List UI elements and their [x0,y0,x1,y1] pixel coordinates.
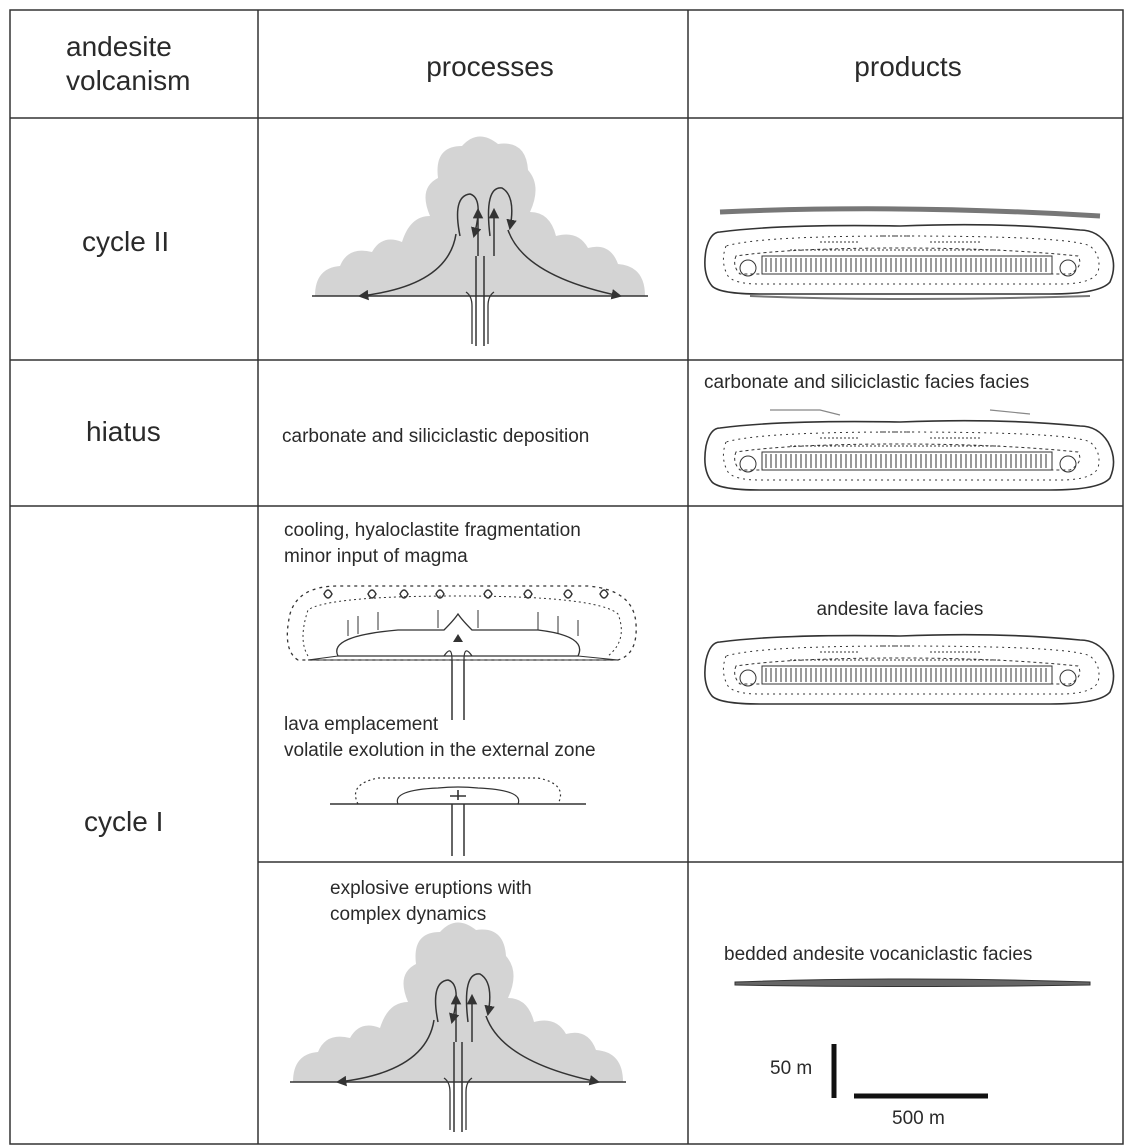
explosive-process-text: explosive eruptions with complex dynamic… [330,876,532,928]
cycle2-eruption-sketch [312,136,648,346]
header-products: products [854,50,961,84]
table-grid [10,10,1123,1144]
header-processes: processes [426,50,554,84]
emplacement-sketch [330,778,586,856]
cycle2-lava-lobe [705,209,1114,299]
row-label-cycle-1: cycle I [84,806,163,838]
hiatus-process-text: carbonate and siliciclastic deposition [282,424,589,450]
scale-label-horizontal: 500 m [892,1106,945,1132]
emplacement-process-text: lava emplacement volatile exolution in t… [284,712,596,764]
andesite-lava-lobe [705,635,1114,704]
row-label-hiatus: hiatus [86,416,161,448]
cycle1-eruption-sketch [290,922,626,1132]
scale-label-vertical: 50 m [770,1056,812,1082]
cooling-process-text: cooling, hyaloclastite fragmentation min… [284,518,581,570]
cooling-sketch [287,586,636,720]
row-label-cycle-2: cycle II [82,226,169,258]
bedded-facies-layer [735,979,1090,987]
hiatus-lava-lobe [705,410,1114,490]
hiatus-product-text: carbonate and siliciclastic facies facie… [704,370,1029,396]
andesite-lava-facies-text: andesite lava facies [817,597,984,623]
header-andesite-volcanism: andesite volcanism [66,30,190,98]
bedded-facies-text: bedded andesite vocaniclastic facies [724,942,1032,968]
